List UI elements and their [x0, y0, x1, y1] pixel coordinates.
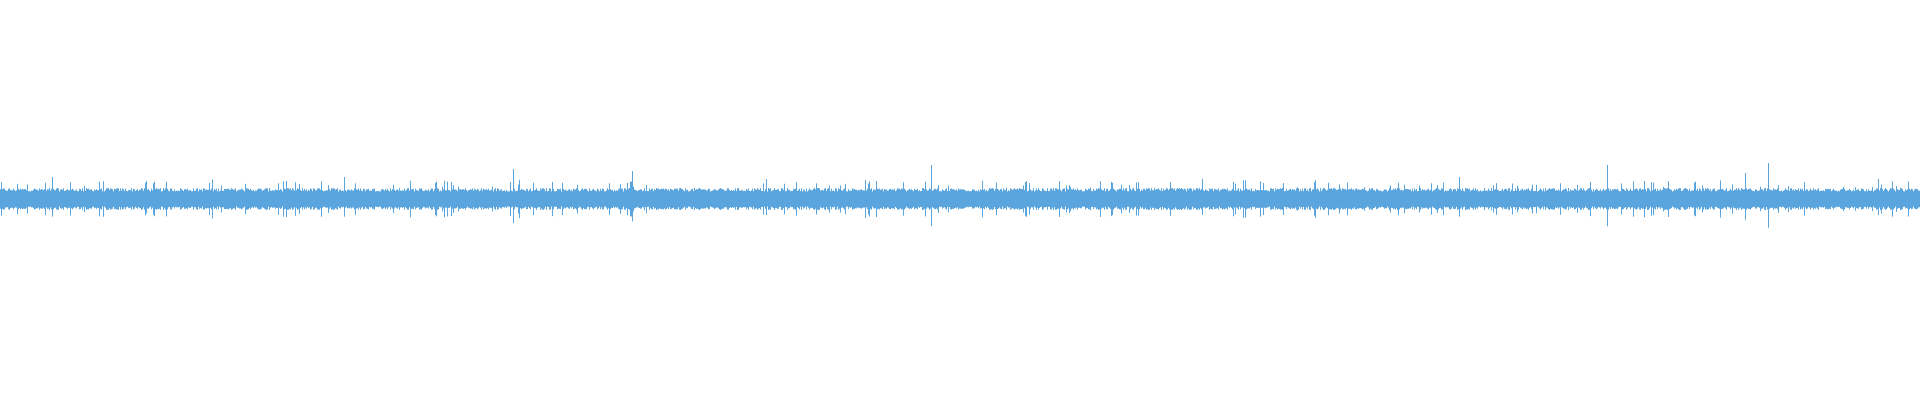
- waveform-peaks: [52, 163, 1879, 228]
- waveform-core: [0, 192, 1920, 206]
- waveform-body: [0, 179, 1920, 219]
